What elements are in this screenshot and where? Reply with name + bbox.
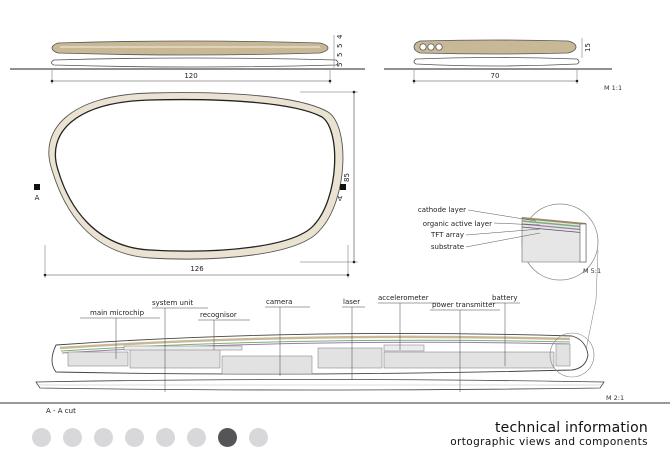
section-leader-lines <box>80 302 520 392</box>
page-dot-6[interactable] <box>187 428 206 447</box>
page-dot-2[interactable] <box>63 428 82 447</box>
lens-icon <box>435 43 443 51</box>
side-thickness-dimension-1: 5 <box>336 63 344 67</box>
component-label-recognisor: recognisor <box>200 311 237 319</box>
page-title: technical information <box>494 420 648 436</box>
component-label-accelerometer: accelerometer <box>378 294 429 302</box>
side-thickness-dimension-3: 5 <box>336 44 344 48</box>
section-marker-right-icon <box>340 184 346 190</box>
lens-icon <box>419 43 427 51</box>
component-label-camera: camera <box>266 298 292 306</box>
end-width-dimension: 70 <box>491 72 500 80</box>
page-dot-1[interactable] <box>32 428 51 447</box>
scale-top-label: M 1:1 <box>604 84 622 92</box>
page-dot-4[interactable] <box>125 428 144 447</box>
section-marker-left-label: A <box>35 194 40 202</box>
top-width-dimension: 126 <box>190 265 204 273</box>
scale-section-label: M 2:1 <box>606 394 624 402</box>
section-marker-right-label: A <box>337 194 342 202</box>
layer-label-tft-array: TFT array <box>430 231 464 239</box>
lens-icon <box>427 43 435 51</box>
layer-label-substrate: substrate <box>431 243 464 251</box>
component-label-laser: laser <box>343 298 360 306</box>
end-height-dimension: 15 <box>584 43 592 52</box>
page-dot-7[interactable] <box>218 428 237 447</box>
section-cut-label: A - A cut <box>46 407 76 415</box>
component-label-main-microchip: main microchip <box>90 309 145 317</box>
page-dot-5[interactable] <box>156 428 175 447</box>
layer-label-cathode: cathode layer <box>418 206 466 214</box>
scale-detail-label: M 5:1 <box>583 267 601 275</box>
side-thickness-dimension-2: 5 <box>336 53 344 57</box>
side-width-dimension: 120 <box>184 72 197 80</box>
top-view: 126 85 A A <box>34 90 358 278</box>
component-label-system-unit: system unit <box>152 299 193 307</box>
page-dot-8[interactable] <box>249 428 268 447</box>
section-marker-left-icon <box>34 184 40 190</box>
component-label-battery: battery <box>492 294 518 302</box>
title-block: technical information ortographic views … <box>450 420 648 449</box>
top-height-dimension: 85 <box>343 173 351 182</box>
component-label-power-transmitter: power transmitter <box>432 301 495 309</box>
side-thickness-dimension-4: 4 <box>336 34 344 39</box>
page-dot-3[interactable] <box>94 428 113 447</box>
detail-view <box>465 203 599 361</box>
layer-label-organic-active: organic active layer <box>423 220 492 228</box>
side-view: 120 5 5 5 4 <box>50 34 344 84</box>
page-subtitle: ortographic views and components <box>450 436 648 448</box>
end-view: 70 15 <box>412 38 592 84</box>
pagination <box>32 428 268 447</box>
section-view <box>35 332 605 391</box>
